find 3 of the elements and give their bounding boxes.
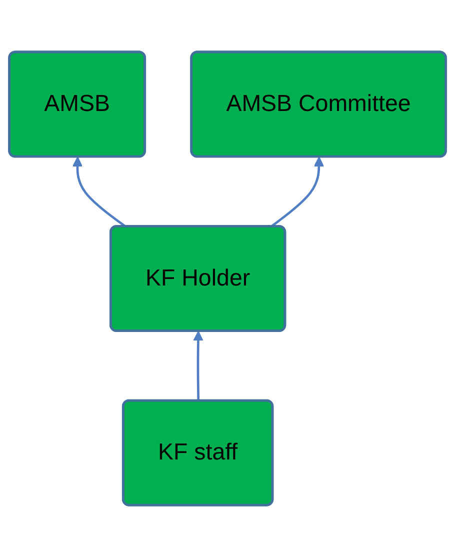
arrow [72, 156, 127, 228]
arrow [270, 156, 324, 228]
arrow [193, 330, 204, 402]
